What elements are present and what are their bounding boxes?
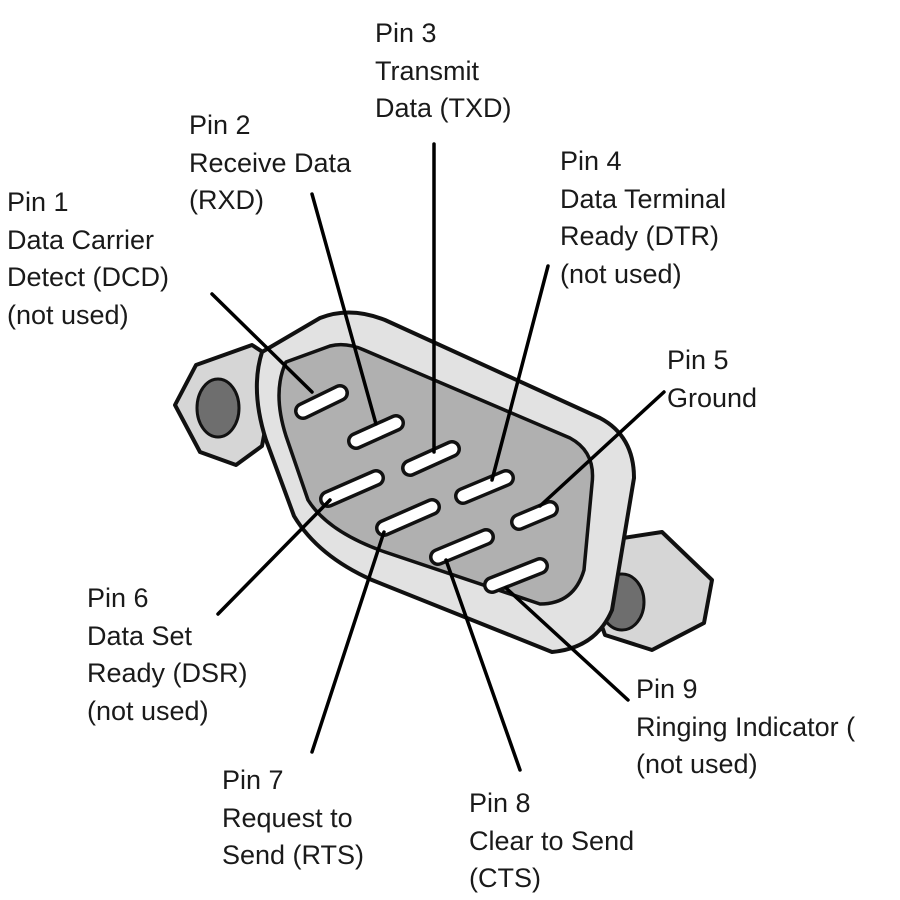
pin-1-number: Pin 1 bbox=[7, 187, 69, 217]
pin-3-name: Transmit bbox=[375, 55, 480, 86]
pin-8-number: Pin 8 bbox=[469, 788, 531, 818]
pin-9-note: (not used) bbox=[636, 749, 758, 779]
pin-4-name: Data Terminal bbox=[560, 183, 727, 214]
pin-7-name: Request to bbox=[222, 802, 353, 833]
pin-8-leader bbox=[444, 558, 522, 772]
pin-2-label: Pin 2 Receive Data (RXD) bbox=[189, 107, 351, 220]
pin-1-note: (not used) bbox=[7, 299, 129, 330]
pin-5-leader bbox=[538, 390, 666, 508]
pin-2-number: Pin 2 bbox=[189, 110, 251, 140]
pin-8-abbrev: (CTS) bbox=[469, 863, 541, 893]
pin-row-bottom bbox=[319, 469, 549, 594]
pin-4-number: Pin 4 bbox=[560, 146, 622, 176]
pin-6-name-cont: Ready (DSR) bbox=[87, 658, 248, 688]
connector-inner-face bbox=[277, 342, 595, 606]
pin-9-leader bbox=[504, 586, 630, 702]
pin-6-name: Data Set bbox=[87, 620, 193, 651]
pin-2-abbrev: (RXD) bbox=[189, 185, 264, 215]
pin-5-name: Ground bbox=[667, 382, 758, 413]
pin-6-label: Pin 6 Data Set Ready (DSR) (not used) bbox=[87, 580, 248, 730]
pin-4-note: (not used) bbox=[560, 258, 682, 289]
pin-4-label: Pin 4 Data Terminal Ready (DTR) (not use… bbox=[560, 143, 726, 293]
pin-8-label: Pin 8 Clear to Send (CTS) bbox=[469, 785, 634, 898]
pin-9-number: Pin 9 bbox=[636, 674, 698, 704]
pin-4-name-cont: Ready (DTR) bbox=[560, 221, 720, 251]
pin-5-number: Pin 5 bbox=[667, 345, 729, 375]
pin-3-name-cont: Data (TXD) bbox=[375, 93, 512, 123]
pin-7-label: Pin 7 Request to Send (RTS) bbox=[222, 762, 364, 875]
pin-7-leader bbox=[310, 530, 386, 754]
pin-7-number: Pin 7 bbox=[222, 765, 284, 795]
pin-9-label: Pin 9 Ringing Indicator ( (not used) bbox=[636, 671, 855, 784]
pin-3-label: Pin 3 Transmit Data (TXD) bbox=[375, 15, 512, 128]
pin-1-leader bbox=[210, 292, 314, 394]
pin-1-name-cont: Detect (DCD) bbox=[7, 262, 170, 292]
pin-1-name: Data Carrier bbox=[7, 224, 155, 255]
pin-7-name-cont: Send (RTS) bbox=[222, 840, 365, 870]
pin-9-name: Ringing Indicator ( bbox=[636, 711, 856, 742]
pin-6-leader bbox=[216, 498, 332, 616]
pin-2-name: Receive Data bbox=[189, 147, 352, 178]
pin-6-note: (not used) bbox=[87, 695, 209, 726]
pin-1-label: Pin 1 Data Carrier Detect (DCD) (not use… bbox=[7, 184, 169, 334]
pin-2-leader bbox=[310, 192, 378, 426]
leader-lines bbox=[210, 142, 666, 772]
pin-row-top bbox=[294, 384, 559, 531]
pin-5-label: Pin 5 Ground bbox=[667, 342, 757, 417]
pin-8-name: Clear to Send bbox=[469, 825, 635, 856]
pin-3-number: Pin 3 bbox=[375, 18, 437, 48]
pin-6-number: Pin 6 bbox=[87, 583, 149, 613]
pin-4-leader bbox=[490, 264, 550, 482]
